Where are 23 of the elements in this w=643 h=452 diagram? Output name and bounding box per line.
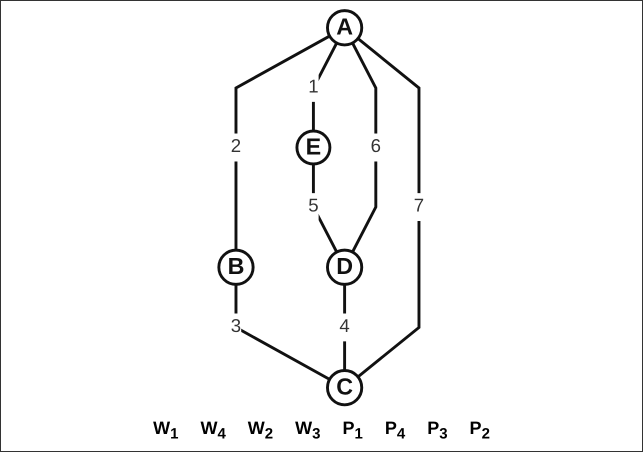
region-label: W$_{3}$ [295,418,320,443]
region-label: P$_{2}$ [470,418,490,443]
connector [351,42,378,253]
edge-label: 7 [414,196,424,216]
node-circle: D [326,248,364,286]
connector [357,37,420,378]
connector [234,284,330,381]
node-circle: C [326,369,364,406]
edge-label: 3 [230,316,242,337]
node-circle: E [295,130,332,166]
region-label: P$_{4}$ [384,418,406,443]
region-label: W$_{1}$ [153,418,178,443]
region-label: W$_{4}$ [200,418,226,443]
edge-label: 4 [339,316,350,337]
region-label: W$_{2}$ [248,418,274,443]
node-circle: B [217,248,255,286]
edge-label: 1 [308,77,319,98]
node-circle: A [326,9,364,46]
edge-label: 5 [308,196,319,216]
region-label: P$_{3}$ [427,418,448,443]
edge-label: 2 [230,137,242,157]
region-label: P$_{1}$ [342,418,363,443]
edge-label: 6 [370,137,381,157]
